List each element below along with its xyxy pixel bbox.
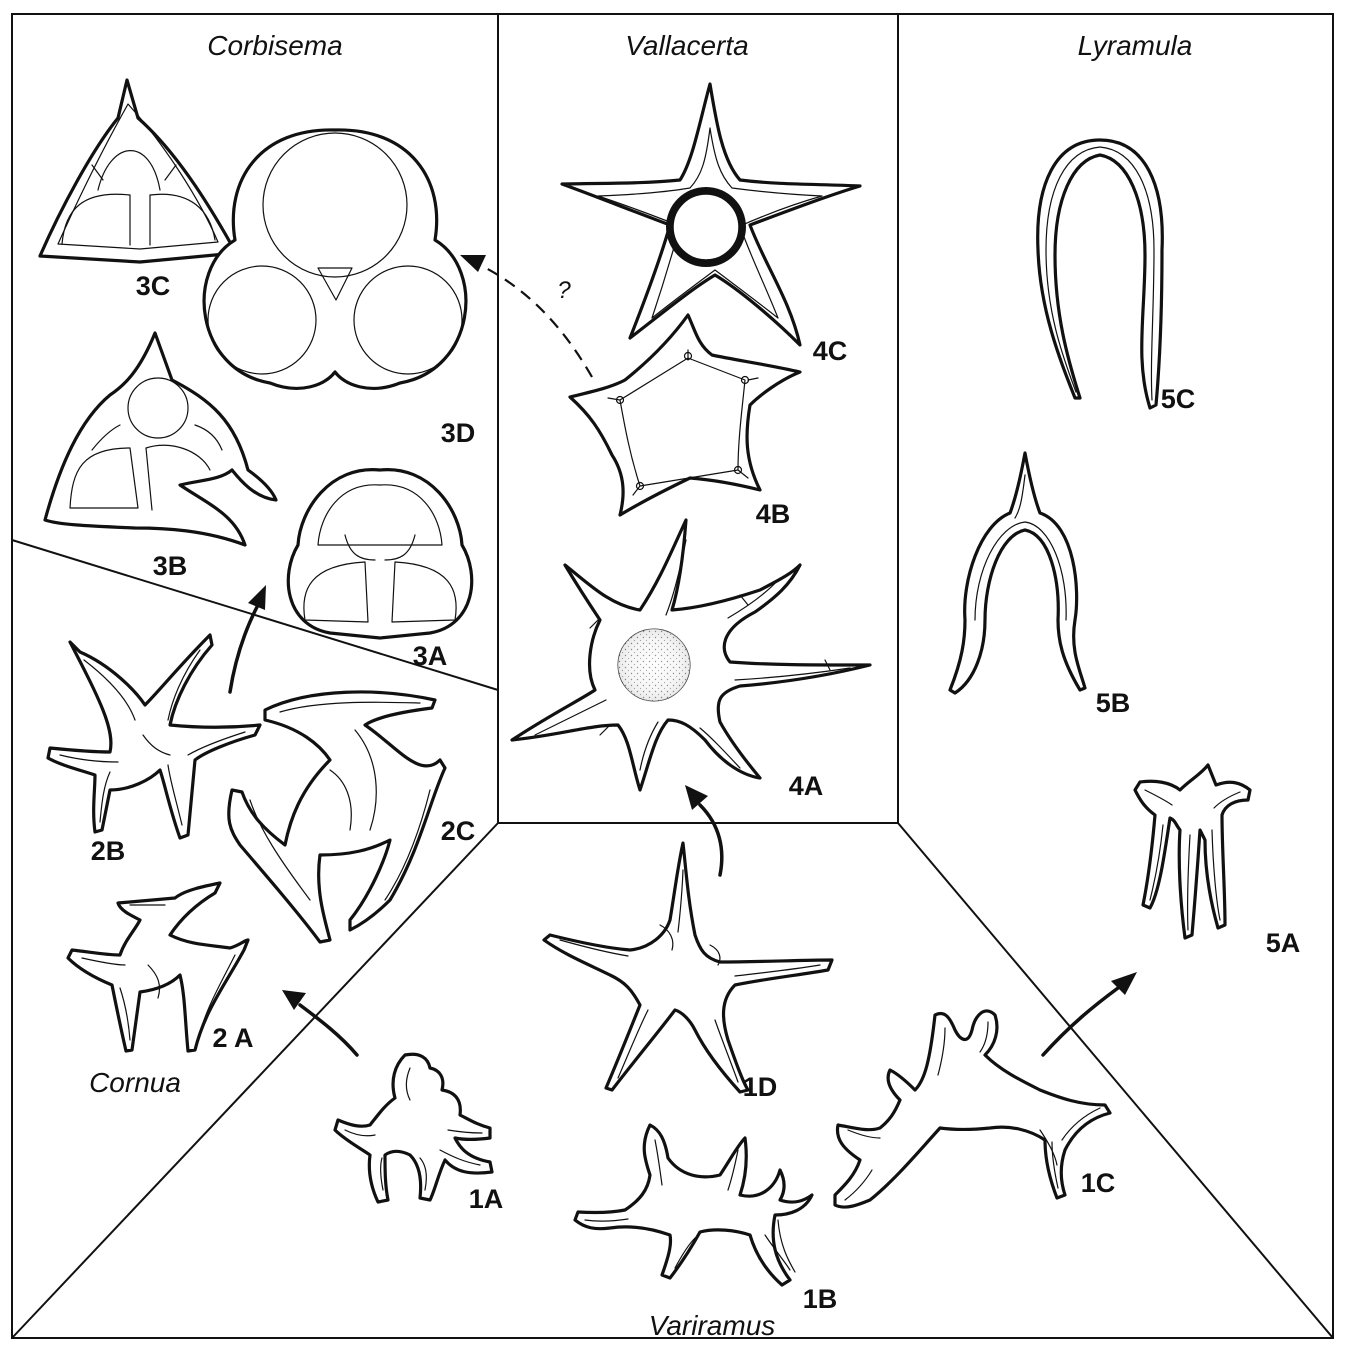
genus-label-corbisema: Corbisema <box>207 30 342 61</box>
specimen-4C-drawing <box>562 84 860 345</box>
specimen-4B-drawing <box>570 315 800 515</box>
specimen-label-2A: 2 A <box>212 1023 253 1053</box>
specimen-3D-drawing <box>204 130 466 388</box>
specimen-5A-drawing <box>1135 765 1250 938</box>
arrow-2B-to-3A <box>230 605 258 692</box>
specimen-label-3A: 3A <box>413 641 448 671</box>
specimen-3C-drawing <box>40 80 236 262</box>
arrow-1D-to-4A <box>700 805 722 875</box>
uncertain-question-mark: ? <box>557 277 571 304</box>
specimen-label-3C: 3C <box>136 271 171 301</box>
specimen-1A-drawing <box>335 1054 492 1202</box>
specimen-1B-drawing <box>575 1125 812 1285</box>
specimen-label-1D: 1D <box>743 1072 778 1102</box>
specimen-4A-drawing <box>512 520 870 790</box>
arrowhead-4B-to-3D <box>460 255 486 272</box>
specimen-2C-drawing <box>229 692 445 942</box>
specimen-label-3B: 3B <box>153 551 188 581</box>
specimen-label-4A: 4A <box>789 771 824 801</box>
genus-label-variramus: Variramus <box>649 1310 776 1341</box>
genus-label-cornua: Cornua <box>89 1067 181 1098</box>
specimen-label-2B: 2B <box>91 836 126 866</box>
specimen-label-4B: 4B <box>756 499 791 529</box>
arrow-1C-to-5A <box>1043 988 1118 1055</box>
arrowhead-2B-to-3A <box>248 585 266 610</box>
arrow-1A-to-2A <box>300 1005 357 1055</box>
specimen-label-4C: 4C <box>813 336 848 366</box>
specimen-5C-drawing <box>1038 140 1163 408</box>
specimen-1C-drawing <box>835 1011 1110 1207</box>
specimen-3A-drawing <box>288 470 471 638</box>
dashed-arrow-4B-to-3D <box>480 265 592 377</box>
specimen-label-3D: 3D <box>441 418 476 448</box>
specimen-label-5C: 5C <box>1161 384 1196 414</box>
genus-label-vallacerta: Vallacerta <box>625 30 748 61</box>
specimen-label-5A: 5A <box>1266 928 1301 958</box>
specimen-label-1B: 1B <box>803 1284 838 1314</box>
specimen-label-5B: 5B <box>1096 688 1131 718</box>
specimen-1D-drawing <box>544 843 832 1092</box>
specimen-label-2C: 2C <box>441 816 476 846</box>
specimen-label-1C: 1C <box>1081 1168 1116 1198</box>
specimen-label-1A: 1A <box>469 1184 504 1214</box>
specimen-5B-drawing <box>950 453 1085 693</box>
genus-label-lyramula: Lyramula <box>1078 30 1193 61</box>
arrowhead-1D-to-4A <box>685 785 708 810</box>
